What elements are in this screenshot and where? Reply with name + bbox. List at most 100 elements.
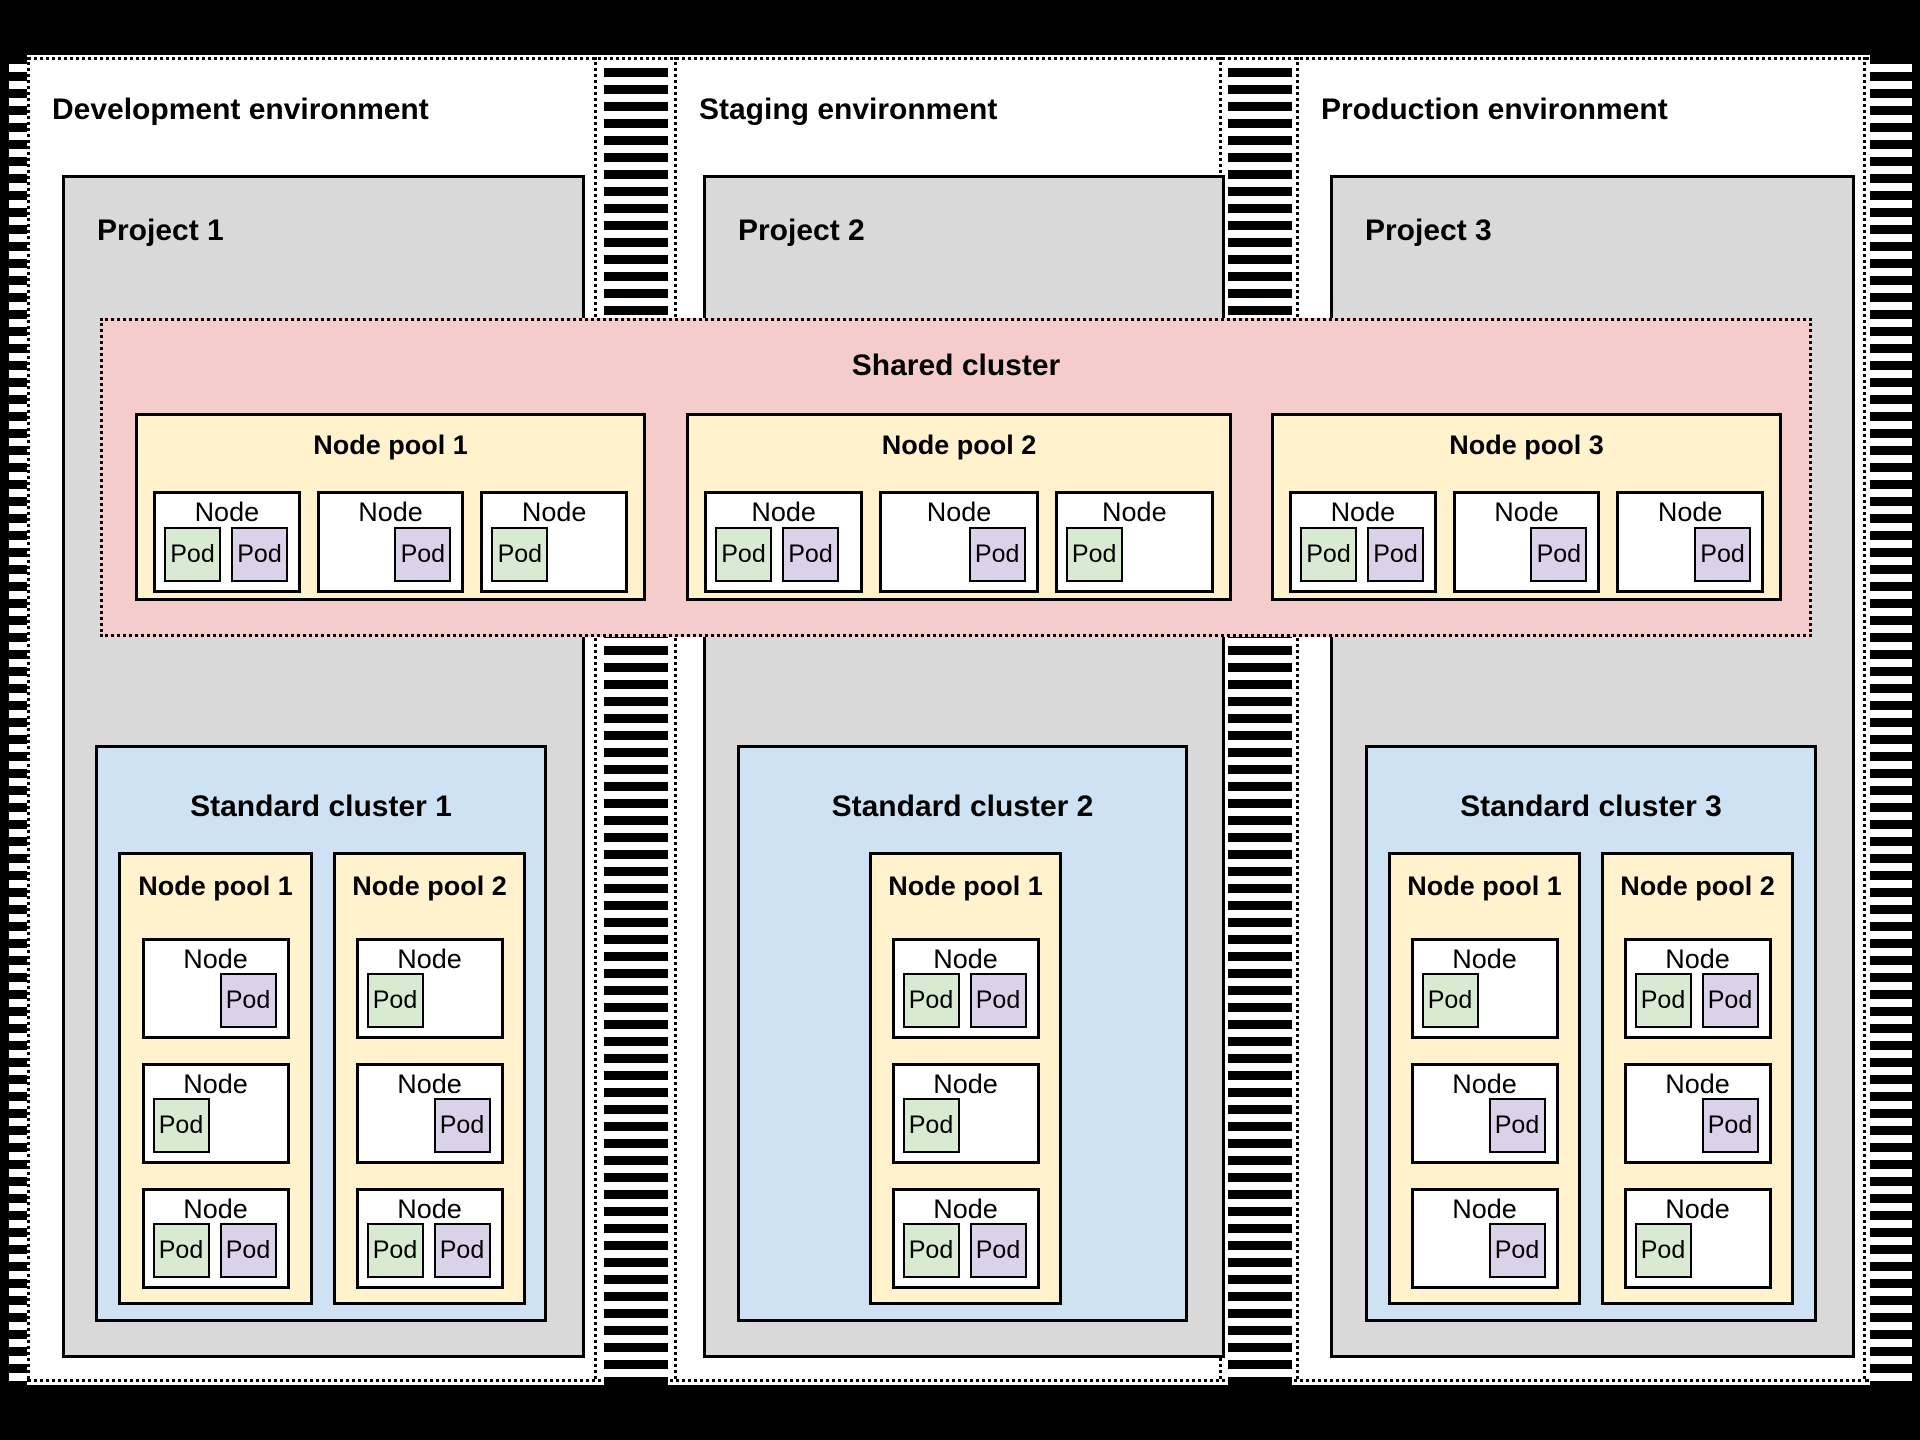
pod-group-left: Pod [491, 527, 549, 582]
node-label: Node [933, 1069, 998, 1099]
pod-group-left: Pod [1634, 1223, 1692, 1278]
pod-box-purple: Pod [968, 527, 1026, 582]
pod-label: Pod [1536, 540, 1582, 568]
pod-label: Pod [788, 540, 833, 568]
node-pool-title: Node pool 1 [1407, 871, 1562, 901]
environment-title: Staging environment [699, 93, 998, 126]
pod-group-left: Pod [152, 1098, 210, 1153]
node-label: Node [1452, 1194, 1517, 1224]
node-label: Node [1102, 497, 1167, 527]
pod-box-purple: Pod [969, 973, 1027, 1028]
pod-group-left: Pod Pod [902, 973, 1027, 1028]
pod-label: Pod [1700, 540, 1745, 568]
pod-group-left: Pod [1421, 973, 1479, 1028]
pod-label: Pod [372, 986, 418, 1014]
pod-box-green: Pod [902, 973, 960, 1028]
hatched-barrier-staging-prod [1228, 68, 1292, 1385]
pod-group-right: Pod [394, 527, 452, 582]
hatched-barrier-right [1870, 55, 1912, 1385]
pod-box-purple: Pod [433, 1098, 491, 1153]
node-label: Node [194, 497, 260, 527]
pod-box-green: Pod [1634, 1223, 1692, 1278]
project-title: Project 3 [1365, 214, 1492, 247]
pod-group-right: Pod [1694, 527, 1752, 582]
hatched-barrier-left [9, 55, 27, 1385]
standard-cluster-title: Standard cluster 1 [190, 790, 452, 823]
pod-label: Pod [1373, 540, 1418, 568]
node-label: Node [1494, 497, 1559, 527]
pod-box-green: Pod [1421, 973, 1479, 1028]
pod-label: Pod [1071, 540, 1117, 568]
pod-label: Pod [721, 540, 766, 568]
pod-box-green: Pod [366, 1223, 424, 1278]
pod-label: Pod [1494, 1111, 1540, 1139]
pod-label: Pod [497, 540, 543, 568]
pod-label: Pod [1640, 1236, 1686, 1264]
standard-cluster-title: Standard cluster 3 [1460, 790, 1722, 823]
node-label: Node [521, 497, 587, 527]
project-title: Project 2 [738, 214, 865, 247]
pod-label: Pod [225, 1236, 271, 1264]
pod-group-left: Pod [366, 973, 424, 1028]
node-pool-title: Node pool 1 [888, 871, 1043, 901]
pod-label: Pod [1306, 540, 1351, 568]
pod-label: Pod [372, 1236, 418, 1264]
pod-group-left: Pod Pod [1300, 527, 1424, 582]
node-label: Node [1452, 944, 1517, 974]
pod-box-purple: Pod [1701, 973, 1759, 1028]
pod-group-left: Pod Pod [1634, 973, 1759, 1028]
node-pool-title: Node pool 3 [1449, 430, 1604, 460]
node-label: Node [933, 1194, 998, 1224]
pod-box-purple: Pod [1701, 1098, 1759, 1153]
project-title: Project 1 [97, 214, 224, 247]
shared-cluster-title: Shared cluster [851, 349, 1061, 382]
pod-label: Pod [158, 1111, 204, 1139]
pod-label: Pod [439, 1236, 485, 1264]
pod-label: Pod [237, 540, 282, 568]
pod-box-purple: Pod [394, 527, 452, 582]
pod-box-purple: Pod [1694, 527, 1752, 582]
pod-label: Pod [1640, 986, 1686, 1014]
pod-group-right: Pod [968, 527, 1026, 582]
node-label: Node [1665, 944, 1730, 974]
node-pool-title: Node pool 1 [138, 871, 293, 901]
node-label: Node [397, 944, 462, 974]
pod-label: Pod [908, 986, 954, 1014]
pod-group-left: Pod [1065, 527, 1123, 582]
pod-box-green: Pod [152, 1223, 210, 1278]
pod-box-green: Pod [152, 1098, 210, 1153]
pod-box-purple: Pod [1488, 1098, 1546, 1153]
node-label: Node [1657, 497, 1723, 527]
pod-label: Pod [975, 1236, 1021, 1264]
pod-box-purple: Pod [219, 973, 277, 1028]
pod-box-purple: Pod [1530, 527, 1588, 582]
node-label: Node [183, 944, 248, 974]
pod-box-green: Pod [902, 1098, 960, 1153]
